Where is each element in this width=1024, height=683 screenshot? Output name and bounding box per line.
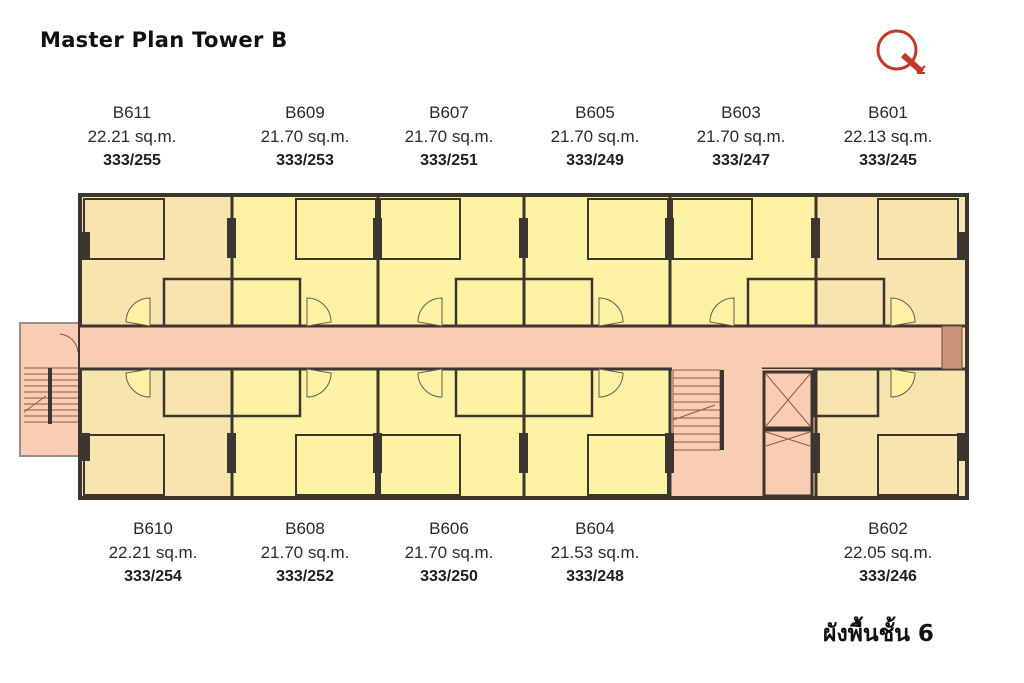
north-arrow-icon <box>876 29 926 75</box>
left-stair <box>19 322 81 457</box>
unit-label-b609: B609 21.70 sq.m. 333/253 <box>260 103 350 169</box>
unit-label-b603: B603 21.70 sq.m. 333/247 <box>696 103 786 169</box>
page-title: Master Plan Tower B <box>40 28 288 52</box>
unit-label-b611: B611 22.21 sq.m. 333/255 <box>87 103 177 169</box>
lift-shafts <box>762 370 814 498</box>
unit-label-b608: B608 21.70 sq.m. 333/252 <box>260 519 350 585</box>
unit-label-b602: B602 22.05 sq.m. 333/246 <box>843 519 933 585</box>
unit-label-b606: B606 21.70 sq.m. 333/250 <box>404 519 494 585</box>
floor-label: ผังพื้นชั้น 6 <box>823 621 934 647</box>
unit-label-b607: B607 21.70 sq.m. 333/251 <box>404 103 494 169</box>
unit-label-b601: B601 22.13 sq.m. 333/245 <box>843 103 933 169</box>
unit-label-b610: B610 22.21 sq.m. 333/254 <box>108 519 198 585</box>
unit-label-b605: B605 21.70 sq.m. 333/249 <box>550 103 640 169</box>
unit-label-b604: B604 21.53 sq.m. 333/248 <box>550 519 640 585</box>
